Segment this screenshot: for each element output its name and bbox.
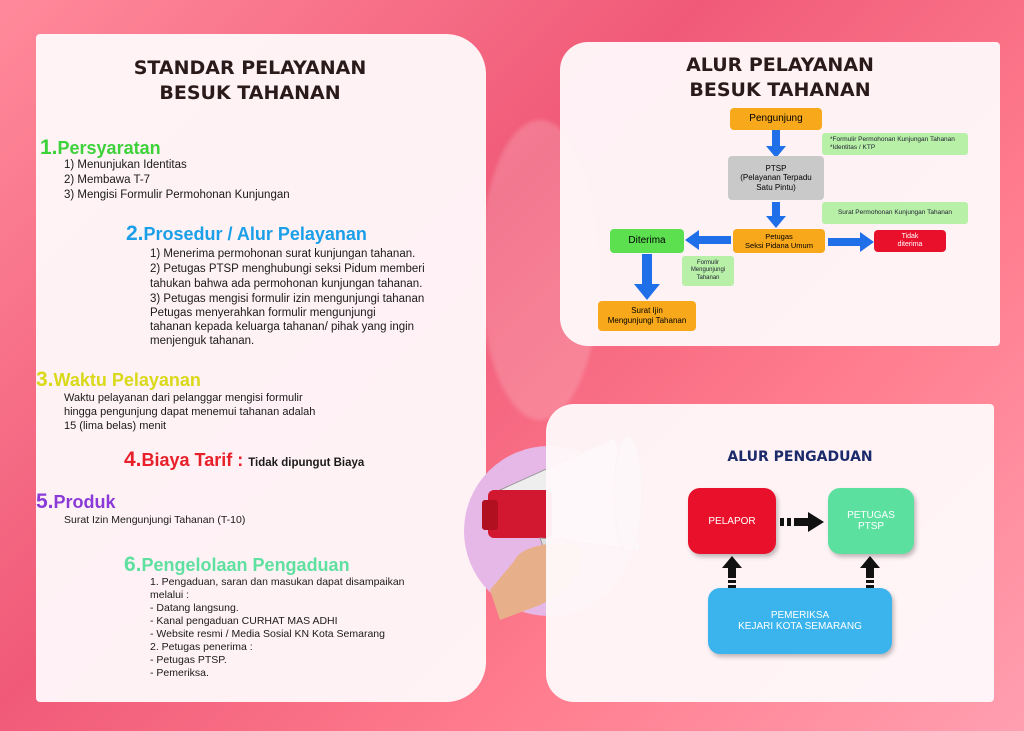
persyaratan-item-1: 1) Menunjukan Identitas bbox=[64, 159, 187, 171]
section-waktu-heading: 3.Waktu Pelayanan bbox=[36, 368, 201, 391]
prosedur-line-6: tahanan kepada keluarga tahanan/ pihak y… bbox=[150, 321, 415, 333]
waktu-line-1: Waktu pelayanan dari pelanggar mengisi f… bbox=[64, 392, 303, 404]
waktu-line-2: hingga pengunjung dapat menemui tahanan … bbox=[64, 406, 316, 418]
prosedur-line-2: 2) Petugas PTSP menghubungi seksi Pidum … bbox=[150, 263, 425, 275]
section-prosedur-heading: 2.Prosedur / Alur Pelayanan bbox=[126, 222, 367, 245]
pengaduan-line-4: - Kanal pengaduan CURHAT MAS ADHI bbox=[150, 615, 338, 627]
section-pengaduan-heading: 6.Pengelolaan Pengaduan bbox=[124, 553, 350, 576]
pengaduan-line-2: melalui : bbox=[150, 589, 190, 601]
pengaduan-line-5: - Website resmi / Media Sosial KN Kota S… bbox=[150, 628, 385, 640]
surat-permohonan-note-box: Surat Permohonan Kunjungan Tahanan bbox=[822, 202, 968, 224]
biaya-value: Tidak dipungut Biaya bbox=[248, 457, 365, 469]
prosedur-line-3: tahukan bahwa ada permohonan kunjungan t… bbox=[150, 278, 423, 290]
persyaratan-note-box: *Formulir Permohonan Kunjungan Tahanan*I… bbox=[822, 133, 968, 155]
section-produk-heading: 5.Produk bbox=[36, 490, 116, 513]
pengaduan-line-3: - Datang langsung. bbox=[150, 602, 239, 614]
pengaduan-line-7: - Petugas PTSP. bbox=[150, 654, 227, 666]
standar-pelayanan-panel bbox=[36, 34, 486, 702]
arrow-down-icon bbox=[634, 254, 660, 300]
pengaduan-line-1: 1. Pengaduan, saran dan masukan dapat di… bbox=[150, 576, 405, 588]
arrow-right-icon bbox=[828, 232, 874, 252]
pelapor-box: PELAPOR bbox=[688, 488, 776, 554]
produk-value: Surat Izin Mengunjungi Tahanan (T-10) bbox=[64, 514, 246, 526]
standar-title: STANDAR PELAYANAN BESUK TAHANAN bbox=[133, 57, 367, 104]
prosedur-line-1: 1) Menerima permohonan surat kunjungan t… bbox=[150, 248, 416, 260]
arrow-up-icon bbox=[722, 556, 742, 588]
section-biaya-heading: 4.Biaya Tarif : Tidak dipungut Biaya bbox=[124, 448, 365, 471]
prosedur-line-5: Petugas menyerahkan formulir mengunjungi bbox=[150, 307, 376, 319]
section-persyaratan-heading: 1.Persyaratan bbox=[40, 136, 161, 159]
diterima-box: Diterima bbox=[610, 229, 684, 253]
pengaduan-line-8: - Pemeriksa. bbox=[150, 667, 209, 679]
persyaratan-item-3: 3) Mengisi Formulir Permohonan Kunjungan bbox=[64, 189, 290, 201]
arrow-down-icon bbox=[766, 202, 786, 228]
alur-pengaduan-title: ALUR PENGADUAN bbox=[727, 449, 873, 465]
arrow-up-icon bbox=[860, 556, 880, 588]
arrow-left-icon bbox=[685, 230, 731, 250]
waktu-line-3: 15 (lima belas) menit bbox=[64, 420, 167, 432]
arrow-right-icon bbox=[780, 512, 824, 532]
prosedur-line-4: 3) Petugas mengisi formulir izin mengunj… bbox=[150, 293, 425, 305]
alur-pelayanan-title: ALUR PELAYANAN BESUK TAHANAN bbox=[686, 54, 874, 101]
prosedur-line-7: menjenguk tahanan. bbox=[150, 335, 255, 347]
persyaratan-item-2: 2) Membawa T-7 bbox=[64, 174, 151, 186]
pengaduan-line-6: 2. Petugas penerima : bbox=[150, 641, 253, 653]
arrow-down-icon bbox=[766, 130, 786, 158]
pengunjung-box: Pengunjung bbox=[730, 108, 822, 130]
